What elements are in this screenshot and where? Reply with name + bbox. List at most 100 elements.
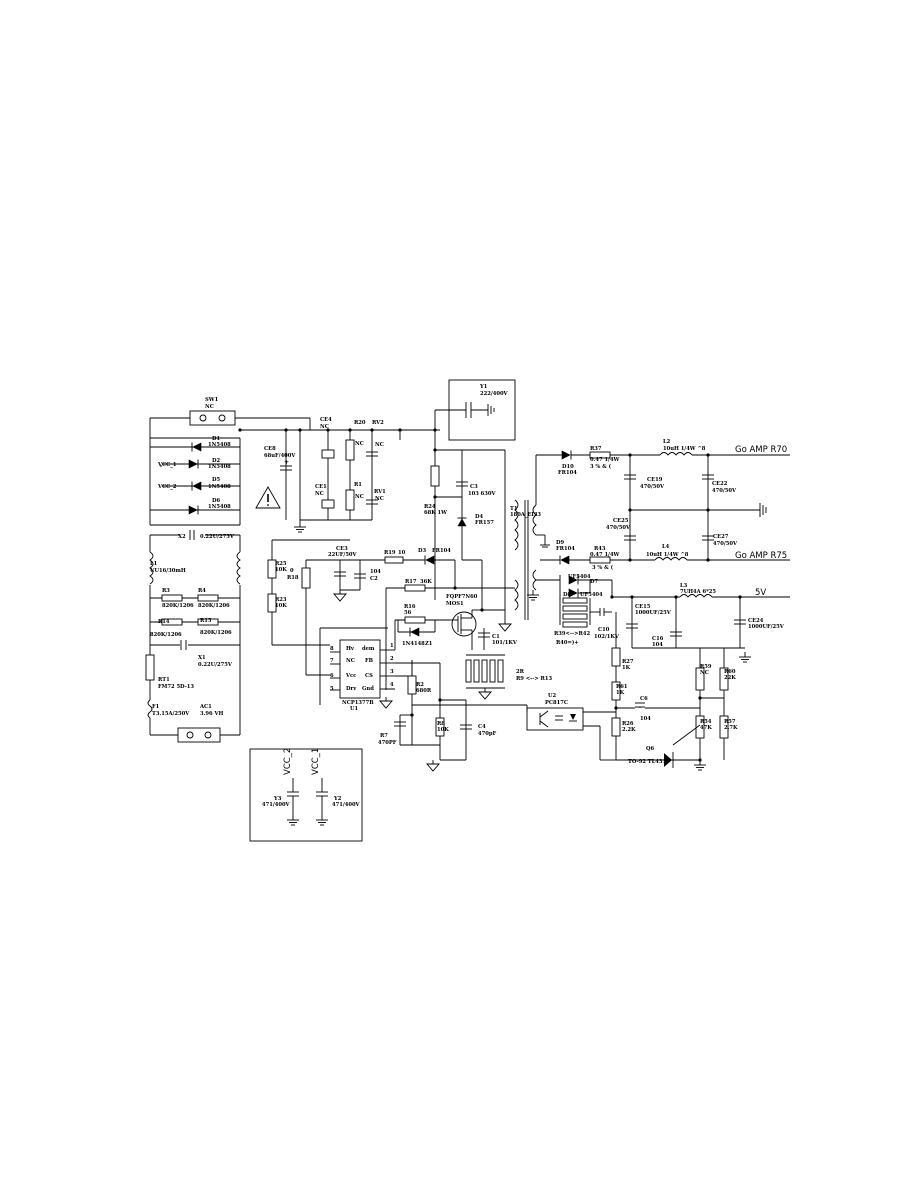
svg-text:CE22: CE22 (712, 481, 728, 487)
svg-text:R9 <--> R13: R9 <--> R13 (516, 676, 552, 682)
svg-text:680R: 680R (416, 688, 432, 694)
svg-text:1000UF/25V: 1000UF/25V (635, 610, 672, 616)
svg-text:0.22U/275V: 0.22U/275V (200, 534, 235, 540)
svg-text:222/400V: 222/400V (480, 391, 509, 397)
svg-text:C1: C1 (492, 634, 500, 640)
svg-text:1N5408: 1N5408 (208, 442, 231, 448)
svg-text:D10: D10 (562, 464, 574, 470)
svg-text:R4: R4 (198, 588, 206, 594)
svg-text:U2: U2 (548, 693, 557, 699)
snubber: R24 68K 1W C3 103 630V D4 FR157 (424, 449, 506, 620)
svg-text:L2: L2 (663, 439, 671, 445)
svg-text:1: 1 (390, 643, 394, 649)
svg-text:2R: 2R (516, 669, 525, 675)
output-r70-rail: D10 FR104 R37 0.47 1/4W 3 % & ( L2 10uH … (558, 439, 790, 547)
svg-text:AC1: AC1 (199, 704, 212, 710)
svg-text:L4: L4 (662, 544, 670, 550)
svg-text:Go AMP R70: Go AMP R70 (735, 445, 787, 455)
feedback-network: R27 1K R61 1K R26 2.2K C6 104 R59 NC R60… (611, 612, 738, 771)
svg-text:FB: FB (365, 658, 374, 664)
svg-text:R14: R14 (158, 619, 170, 625)
svg-text:CE1: CE1 (315, 484, 327, 490)
svg-text:R16: R16 (404, 604, 416, 610)
svg-text:10K: 10K (275, 603, 287, 609)
svg-text:C2: C2 (370, 576, 378, 582)
svg-text:L1: L1 (150, 561, 158, 567)
u1-controller-ic: NCP1377B U1 8 7 6 5 1 2 3 4 Hv dem NC FB… (319, 620, 440, 712)
svg-text:3: 3 (390, 669, 394, 675)
svg-text:CE15: CE15 (635, 604, 651, 610)
svg-text:NCP1377B: NCP1377B (342, 700, 374, 706)
output-5v-rail: D7 UF5404 D8 UF5404 L3 7UH4A 6*25 5V CE1… (536, 574, 790, 663)
svg-text:10uH 1/4W ^8: 10uH 1/4W ^8 (646, 551, 689, 558)
svg-text:7: 7 (330, 658, 334, 664)
svg-text:RV2: RV2 (372, 420, 384, 426)
svg-text:Hv: Hv (346, 646, 355, 652)
svg-text:R3: R3 (162, 588, 170, 594)
svg-text:X1: X1 (198, 655, 206, 661)
y1-capacitor-block: Y1 222/400V (435, 379, 516, 441)
svg-text:Drv: Drv (346, 686, 357, 692)
svg-text:C3: C3 (470, 484, 478, 490)
svg-text:CE25: CE25 (613, 518, 629, 524)
svg-text:NC: NC (346, 658, 355, 664)
svg-text:+: + (284, 459, 289, 466)
svg-text:F1: F1 (152, 704, 160, 710)
gate-drive: R16 56 1N4148 Z1 FQPF7N60 MOS1 C1 101/1K… (395, 559, 518, 650)
svg-text:UF5404: UF5404 (580, 592, 603, 598)
svg-text:D6: D6 (212, 498, 220, 504)
control-section: R25 10K R23 10K 0 R18 CE3 22UF/50V 104 C… (267, 539, 515, 690)
svg-text:NC: NC (315, 491, 324, 497)
svg-text:NC: NC (700, 670, 709, 676)
svg-text:dem: dem (362, 646, 375, 652)
svg-text:Q6: Q6 (646, 746, 655, 752)
svg-text:D2: D2 (212, 458, 220, 464)
svg-text:102/1KV: 102/1KV (594, 634, 620, 640)
svg-text:Vcc: Vcc (345, 673, 356, 679)
svg-text:X2: X2 (178, 534, 186, 540)
svg-text:5V: 5V (755, 588, 766, 598)
svg-text:CE27: CE27 (713, 534, 729, 540)
svg-text:2: 2 (390, 656, 394, 662)
svg-text:D7: D7 (590, 579, 598, 585)
svg-text:UU16/30mH: UU16/30mH (150, 568, 186, 574)
svg-text:2.2K: 2.2K (622, 727, 636, 733)
svg-text:10K: 10K (275, 567, 287, 573)
svg-text:C4: C4 (478, 724, 486, 730)
svg-text:CE24: CE24 (748, 618, 764, 624)
bus-caps-and-varistors: CE4 NC CE1 NC R20 NC R1 NC RV2 NC RV1 NC (315, 417, 386, 511)
svg-text:FR104: FR104 (558, 470, 577, 476)
svg-text:NC: NC (205, 404, 214, 410)
svg-text:R57: R57 (724, 719, 736, 725)
svg-text:C6: C6 (640, 696, 648, 702)
svg-text:T3.15A/250V: T3.15A/250V (152, 711, 190, 717)
svg-text:4: 4 (390, 682, 394, 688)
svg-text:UF5404: UF5404 (568, 574, 591, 580)
svg-text:3 % & (: 3 % & ( (592, 564, 614, 571)
svg-text:VCC_1: VCC_1 (157, 462, 177, 468)
svg-text:R37: R37 (590, 446, 602, 452)
svg-text:VCC_2: VCC_2 (157, 484, 177, 490)
x2-l1-filter: X2 0.22U/275V L1 UU16/30mH (149, 530, 241, 585)
svg-text:10K: 10K (437, 727, 449, 733)
secondary-snubber-bank: R39<-->R42 R40=)+ C10 102/1KV (554, 597, 620, 646)
svg-text:R39<-->R42: R39<-->R42 (554, 631, 590, 637)
svg-text:471/400V: 471/400V (332, 802, 361, 808)
svg-text:D9: D9 (556, 540, 564, 546)
svg-text:R18: R18 (287, 575, 299, 581)
svg-text:R15: R15 (200, 618, 212, 624)
svg-text:10uH 1/4W ^8: 10uH 1/4W ^8 (663, 445, 706, 452)
bleeder-resistors: R3 820K/1206 R4 820K/1206 R14 820K/1206 … (150, 588, 233, 668)
svg-text:FM72 5D-13: FM72 5D-13 (158, 684, 194, 690)
svg-text:8: 8 (330, 646, 334, 652)
svg-text:R23: R23 (275, 597, 287, 603)
svg-text:47K: 47K (700, 725, 712, 731)
svg-text:1000UF/25V: 1000UF/25V (748, 624, 785, 630)
svg-text:CE3: CE3 (336, 546, 348, 552)
svg-text:470/50V: 470/50V (713, 541, 738, 547)
svg-text:R43: R43 (594, 546, 606, 552)
svg-text:NC: NC (375, 496, 384, 502)
primary-wiring (149, 410, 440, 736)
svg-text:1N5408: 1N5408 (208, 484, 231, 490)
svg-text:104: 104 (370, 569, 381, 575)
